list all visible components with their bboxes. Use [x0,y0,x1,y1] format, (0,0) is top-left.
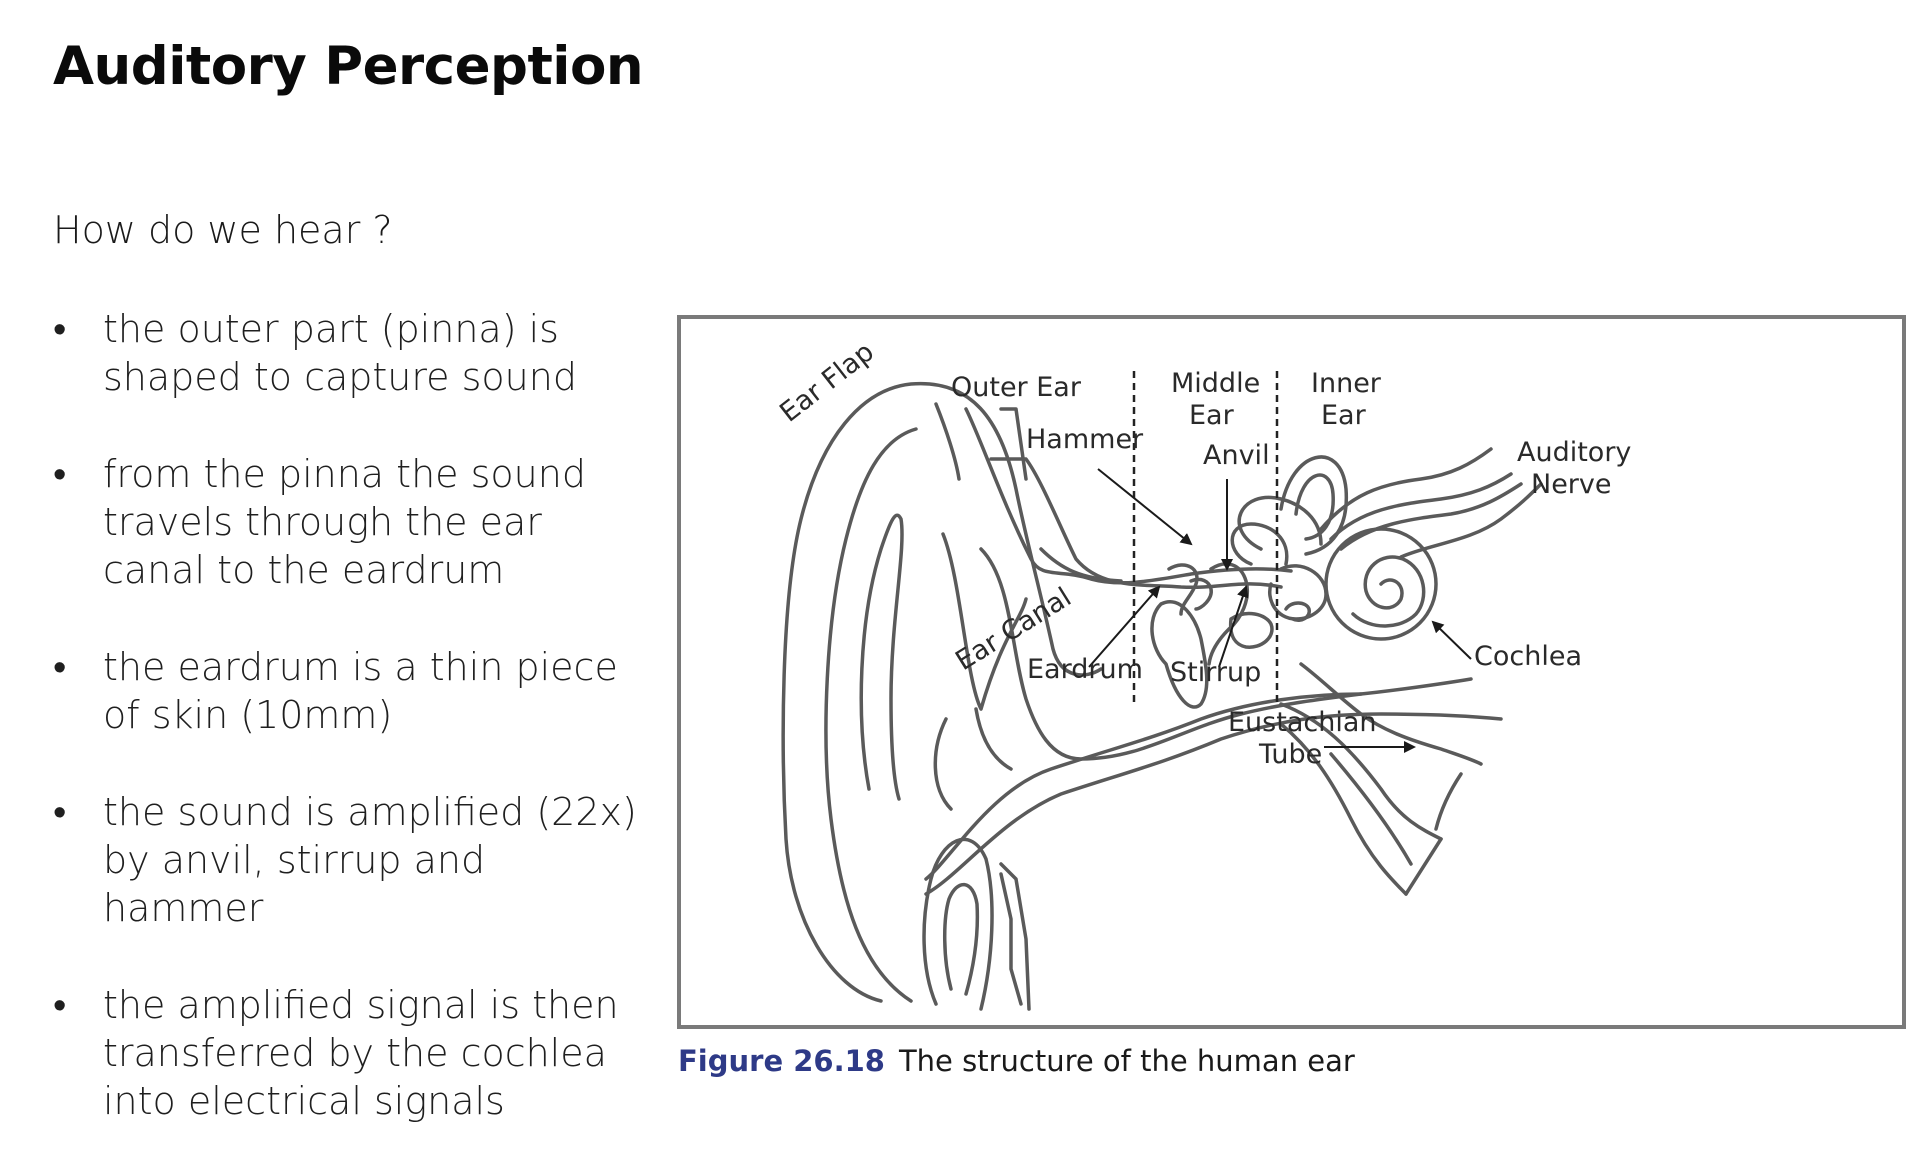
bullet-text: the outer part (pinna) is shaped to capt… [103,307,577,399]
bullet-item: • the sound is amplified (22x) by anvil,… [53,788,643,932]
label-hammer: Hammer [1026,424,1144,455]
bullet-text: the amplified signal is then transferred… [103,983,619,1123]
bullet-text: the eardrum is a thin piece of skin (10m… [103,645,618,737]
cochlea-pointer [1431,620,1472,660]
eardrum-pointer [1088,585,1161,668]
ear-diagram: Ear Flap Outer Ear Middle Ear Inner Ear … [774,336,1631,1011]
lobe-outer [922,837,994,1011]
label-inner-ear-line1: Inner [1311,368,1382,399]
throat-line [1329,752,1413,866]
semicircular-canal-1 [1279,455,1349,556]
bullet-item: • from the pinna the sound travels throu… [53,450,643,594]
label-eustachian-line2: Tube [1258,739,1322,770]
bullet-dot-icon: • [53,790,67,834]
bullet-dot-icon: • [53,645,67,689]
label-auditory-nerve-line2: Nerve [1531,469,1612,500]
semicircular-canal-3 [1230,522,1289,566]
label-inner-ear-line2: Ear [1321,400,1367,431]
bullet-dot-icon: • [53,452,67,496]
cochlea-spiral [1351,555,1426,628]
bullet-list: • the outer part (pinna) is shaped to ca… [53,305,643,1174]
label-ear-flap: Ear Flap [774,336,880,428]
stirrup-pointer [1218,585,1249,668]
eustachian-tube-end [1404,837,1443,896]
tragus [933,707,1013,811]
eustachian-tube-lower [1279,722,1408,896]
figure-number: Figure 26.18 [678,1044,885,1078]
label-auditory-nerve-line1: Auditory [1517,437,1631,468]
label-middle-ear-line2: Ear [1189,400,1235,431]
lobe-fold-2 [999,862,1031,1011]
ear-diagram-frame: Ear Flap Outer Ear Middle Ear Inner Ear … [677,315,1906,1029]
bullet-text: the sound is amplified (22x) by anvil, s… [103,790,637,930]
auditory-nerve-1 [1329,472,1513,541]
ear-canal-lower-wall-2 [924,712,1503,896]
hammer-pointer [1097,468,1193,546]
label-anvil: Anvil [1203,440,1270,471]
label-outer-ear: Outer Ear [951,372,1082,403]
vestibule-inner [1284,601,1311,622]
concha [941,532,1028,711]
label-stirrup: Stirrup [1170,657,1261,688]
stirrup-shape [1228,611,1274,649]
antihelix [859,513,904,801]
skull-line-3 [1039,547,1123,583]
pinna-outline [781,381,1103,1003]
bullet-text: from the pinna the sound travels through… [103,452,586,592]
eustachian-tube-wall [1299,662,1483,766]
bullet-dot-icon: • [53,983,67,1027]
hammer-shape [1167,563,1213,616]
label-middle-ear-line1: Middle [1171,368,1260,399]
figure-caption: Figure 26.18 The structure of the human e… [678,1044,1355,1078]
subtitle: How do we hear ? [53,208,393,252]
bullet-item: • the amplified signal is then transferr… [53,981,643,1125]
figure-caption-text: The structure of the human ear [898,1044,1355,1078]
ear-canal-lower-wall [924,692,1363,881]
throat-line-2 [1434,772,1463,831]
bullet-dot-icon: • [53,307,67,351]
slide-title: Auditory Perception [53,36,644,97]
pinna-inner-helix [824,427,918,1003]
vestibule [1268,564,1328,621]
eustachian-tube-upper [1279,702,1443,841]
auditory-nerve-2 [1339,482,1523,551]
label-eustachian-line1: Eustachian [1228,707,1377,738]
eardrum-shape [1150,600,1209,709]
bullet-item: • the eardrum is a thin piece of skin (1… [53,643,623,739]
auditory-nerve-3 [1319,447,1493,531]
ear-canal-upper-wall [979,547,1473,761]
lobe-inner [943,882,980,996]
bullet-item: • the outer part (pinna) is shaped to ca… [53,305,603,401]
lobe-fold [999,872,1023,1006]
semicircular-canal-2 [1237,495,1323,551]
label-eardrum: Eardrum [1027,654,1143,685]
auditory-nerve-4 [1399,482,1543,559]
label-cochlea: Cochlea [1474,641,1582,672]
